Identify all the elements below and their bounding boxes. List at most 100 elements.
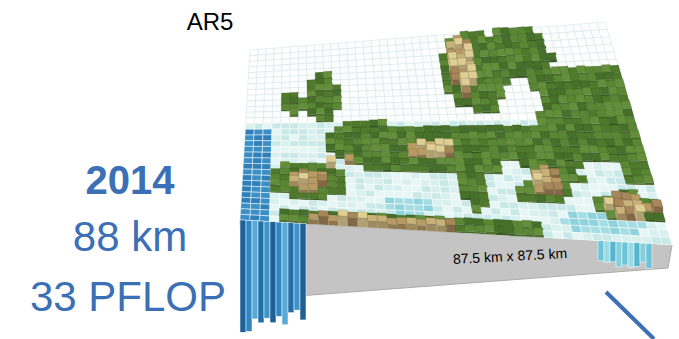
voxel-cell xyxy=(307,80,316,86)
voxel-cell xyxy=(316,102,325,108)
voxel-cell xyxy=(254,129,263,135)
voxel-cell xyxy=(436,95,446,102)
voxel-cell xyxy=(432,126,442,133)
voxel-cell xyxy=(315,56,323,63)
voxel-cell xyxy=(461,78,471,85)
voxel-cell xyxy=(479,139,489,146)
voxel-cell xyxy=(348,60,357,67)
voxel-cell xyxy=(389,51,398,58)
voxel-cell xyxy=(378,119,387,125)
voxel-cell xyxy=(274,53,282,59)
voxel-cell xyxy=(476,125,486,132)
voxel-cell xyxy=(315,78,324,84)
voxel-cell xyxy=(336,176,346,182)
voxel-cell xyxy=(420,173,430,180)
voxel-cell xyxy=(256,95,265,101)
voxel-cell xyxy=(299,153,308,159)
voxel-grid xyxy=(240,22,672,245)
voxel-cell xyxy=(471,145,481,152)
voxel-cell xyxy=(327,175,337,181)
voxel-cell xyxy=(250,49,258,55)
voxel-cell xyxy=(409,83,418,90)
voxel-cell xyxy=(429,108,439,115)
voxel-cell xyxy=(391,71,400,78)
voxel-cell xyxy=(307,69,315,75)
voxel-cell xyxy=(274,59,282,65)
voxel-cell xyxy=(331,49,340,56)
voxel-cell xyxy=(352,132,361,138)
voxel-cell xyxy=(253,152,262,158)
voxel-cell xyxy=(477,36,487,43)
voxel-cell xyxy=(390,64,399,71)
voxel-cell xyxy=(506,99,516,106)
voxel-cell xyxy=(436,158,446,165)
voxel-cell xyxy=(382,164,392,171)
voxel-cell xyxy=(467,179,478,186)
voxel-cell xyxy=(382,172,392,179)
voxel-cell xyxy=(341,85,350,92)
voxel-cell xyxy=(258,55,266,61)
voxel-cell xyxy=(246,112,255,118)
voxel-cell xyxy=(326,138,335,144)
voxel-cell xyxy=(417,139,427,146)
voxel-cell xyxy=(428,42,437,49)
voxel-cell xyxy=(308,141,317,147)
voxel-cell xyxy=(420,102,430,109)
voxel-cell xyxy=(614,79,625,87)
voxel-cell xyxy=(467,64,477,71)
voxel-cell xyxy=(282,64,290,70)
voxel-cell xyxy=(453,92,463,99)
voxel-cell xyxy=(367,97,376,104)
voxel-cell xyxy=(255,106,264,112)
voxel-cell xyxy=(430,115,440,122)
voxel-cell xyxy=(388,132,398,138)
voxel-cell xyxy=(417,82,426,89)
voxel-cell xyxy=(298,46,306,53)
voxel-cell xyxy=(487,131,497,138)
voxel-cell xyxy=(356,60,365,67)
voxel-cell xyxy=(273,100,282,106)
voxel-cell xyxy=(252,164,261,170)
voxel-cell xyxy=(433,132,443,139)
voxel-cell xyxy=(610,65,621,73)
voxel-cell xyxy=(282,70,290,76)
voxel-cell xyxy=(368,103,377,110)
voxel-cell xyxy=(244,152,253,158)
voxel-cell xyxy=(604,44,614,52)
voxel-cell xyxy=(358,85,367,92)
voxel-cell xyxy=(355,41,364,48)
voxel-cell xyxy=(263,118,272,124)
voxel-cell xyxy=(450,66,460,73)
voxel-cell xyxy=(281,129,290,135)
voxel-cell xyxy=(290,152,299,158)
voxel-cell xyxy=(290,46,298,53)
voxel-cell xyxy=(253,158,262,164)
voxel-cell xyxy=(334,133,343,139)
voxel-cell xyxy=(334,127,343,133)
voxel-cell xyxy=(316,115,325,121)
voxel-cell xyxy=(290,58,298,64)
voxel-cell xyxy=(374,178,384,185)
voxel-cell xyxy=(264,106,273,112)
voxel-cell xyxy=(273,71,282,77)
voxel-cell xyxy=(290,82,299,88)
voxel-cell xyxy=(391,158,401,164)
voxel-cell xyxy=(454,99,464,106)
voxel-cell xyxy=(387,39,396,46)
voxel-cell xyxy=(385,103,394,110)
voxel-cell xyxy=(520,168,531,175)
voxel-cell xyxy=(242,175,252,181)
voxel-cell xyxy=(316,123,325,129)
voxel-cell xyxy=(404,44,413,51)
voxel-cell xyxy=(335,159,345,165)
voxel-side xyxy=(602,160,611,163)
voxel-cell xyxy=(271,147,280,153)
voxel-cell xyxy=(361,127,370,133)
voxel-cell xyxy=(485,125,495,132)
voxel-cell xyxy=(450,126,460,133)
voxel-cell xyxy=(636,153,647,161)
voxel-side xyxy=(645,183,654,186)
voxel-cell xyxy=(347,42,356,49)
voxel-cell xyxy=(447,166,457,173)
voxel-cell xyxy=(324,83,333,89)
